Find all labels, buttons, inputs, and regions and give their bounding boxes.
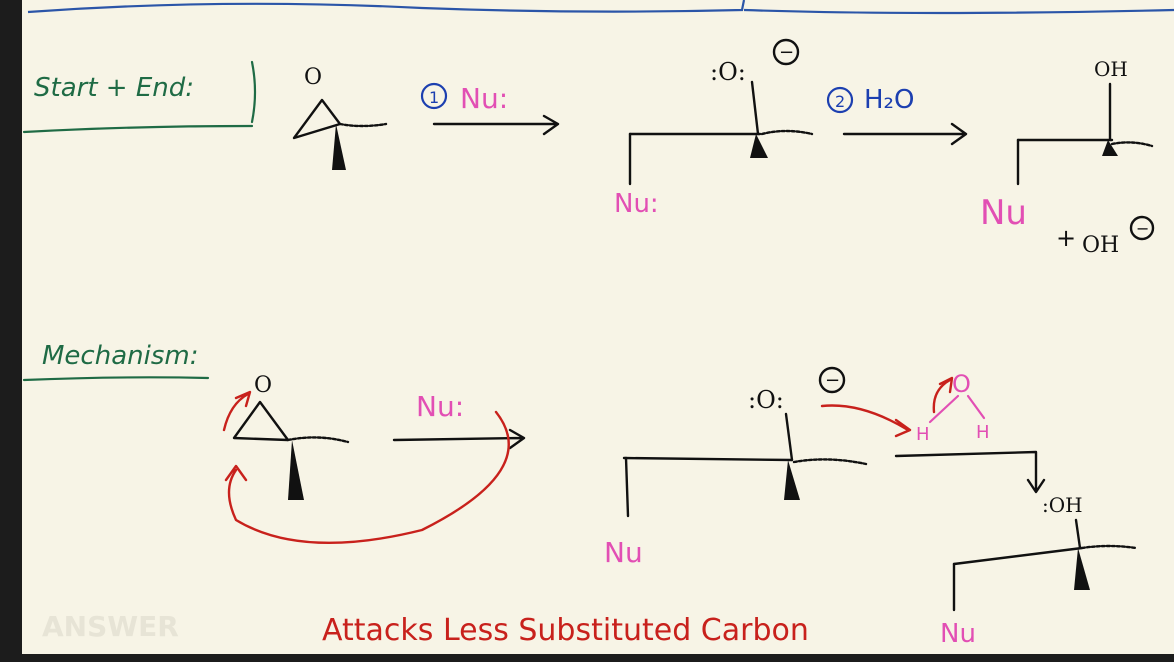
mechanism-alkoxide-hash-bond [792,458,868,466]
byproduct-plus: + [1056,224,1076,252]
mechanism-alkoxide-wedge [784,460,800,500]
mechanism-final-co-bond [1074,518,1082,550]
mechanism-epoxide-ring [232,400,290,442]
bottom-frame-bar [0,654,1174,662]
mechanism-water: O H H [916,370,990,445]
mechanism-alkoxide: :O: − Nu [604,366,912,569]
step2-circle [826,86,854,114]
start-end-bracket [250,60,257,124]
product-wedge [1102,140,1118,156]
whiteboard-canvas: Start + End: O 1 Nu: :O: − Nu: 2 H₂O OH [22,0,1174,654]
product-alcohol: OH Nu + OH − [980,57,1155,258]
byproduct-hydroxide: OH [1082,233,1119,258]
start-end-label: Start + End: [34,73,194,103]
step1-group: 1 Nu: [420,82,560,136]
step2-number: 2 [835,92,845,111]
mechanism-alkoxide-backbone [622,456,794,462]
mechanism-epoxide-wedge [288,440,304,500]
mechanism-alkoxide-charge: − [825,370,840,391]
top-rule [27,0,1174,15]
mechanism-final-backbone [952,546,1084,566]
step2-group: 2 H₂O [826,85,968,146]
mechanism-label: Mechanism: [42,341,198,371]
intermediate-alkoxide: :O: − Nu: [614,38,814,219]
product-hash-bond [1110,141,1154,148]
intermediate-oxygen: :O: [710,58,746,86]
left-frame-bar [0,0,22,662]
intermediate-charge: − [779,42,794,63]
intermediate-hash-bond [760,129,814,136]
step2-reagent: H₂O [864,85,914,115]
mechanism-epoxide: O [222,373,350,500]
mechanism-alkoxide-nu-bond [624,456,630,518]
ring-opening-arrow [222,390,252,432]
water-hydrogen-1: H [916,424,930,445]
mechanism-final: :OH Nu [894,450,1138,649]
product-nucleophile: Nu [980,193,1027,233]
mechanism-final-nucleophile: Nu [940,619,976,649]
nucleophile-attack-arrow [224,410,510,544]
mechanism-step-arrow [392,428,526,450]
product-hydroxyl: OH [1094,57,1128,81]
water-bonds [928,394,986,424]
start-epoxide-oxygen: O [304,65,322,90]
mechanism-final-wedge [1074,548,1090,590]
nucleophile-attack: Nu: [224,390,526,544]
mechanism-label-group: Mechanism: [22,341,210,382]
intermediate-co-bond [750,80,760,136]
intermediate-nucleophile: Nu: [614,189,659,219]
step2-arrow [842,122,968,146]
answer-watermark: ANSWER [42,610,179,643]
mechanism-underline [22,376,210,382]
water-bond-break-arrow [932,376,954,414]
step1-circle [420,82,448,110]
step1-number: 1 [429,88,439,107]
mechanism-alkoxide-charge-circle [818,366,846,394]
start-epoxide-wedge [332,124,346,170]
start-epoxide-hash-bond [338,122,388,128]
byproduct-charge: − [1136,219,1149,238]
water-hydrogen-2: H [976,422,990,443]
byproduct-charge-circle [1129,215,1155,241]
water-oxygen: O [952,370,971,398]
intermediate-charge-circle [772,38,800,66]
step1-reagent: Nu: [460,82,508,115]
start-end-label-group: Start + End: [22,60,257,134]
mechanism-alkoxide-oxygen: :O: [748,386,784,414]
step1-arrow [432,114,560,136]
mechanism-epoxide-oxygen: O [254,373,272,398]
conclusion-text: Attacks Less Substituted Carbon [322,613,809,648]
intermediate-wedge [750,134,768,158]
mechanism-nucleophile: Nu: [416,390,464,423]
mechanism-final-hydroxyl: :OH [1042,493,1083,517]
mechanism-epoxide-hash-bond [286,436,350,444]
start-epoxide-ring [292,98,342,140]
mechanism-attached-nucleophile: Nu [604,536,643,569]
start-epoxide: O [292,65,388,170]
mechanism-alkoxide-co-bond [784,412,794,462]
start-end-underline [22,124,254,134]
whiteboard-drawing: Start + End: O 1 Nu: :O: − Nu: 2 H₂O OH [22,0,1174,649]
mechanism-final-arrow [894,450,1046,494]
mechanism-final-hash-bond [1080,544,1138,550]
proton-transfer-arrow [820,404,912,438]
